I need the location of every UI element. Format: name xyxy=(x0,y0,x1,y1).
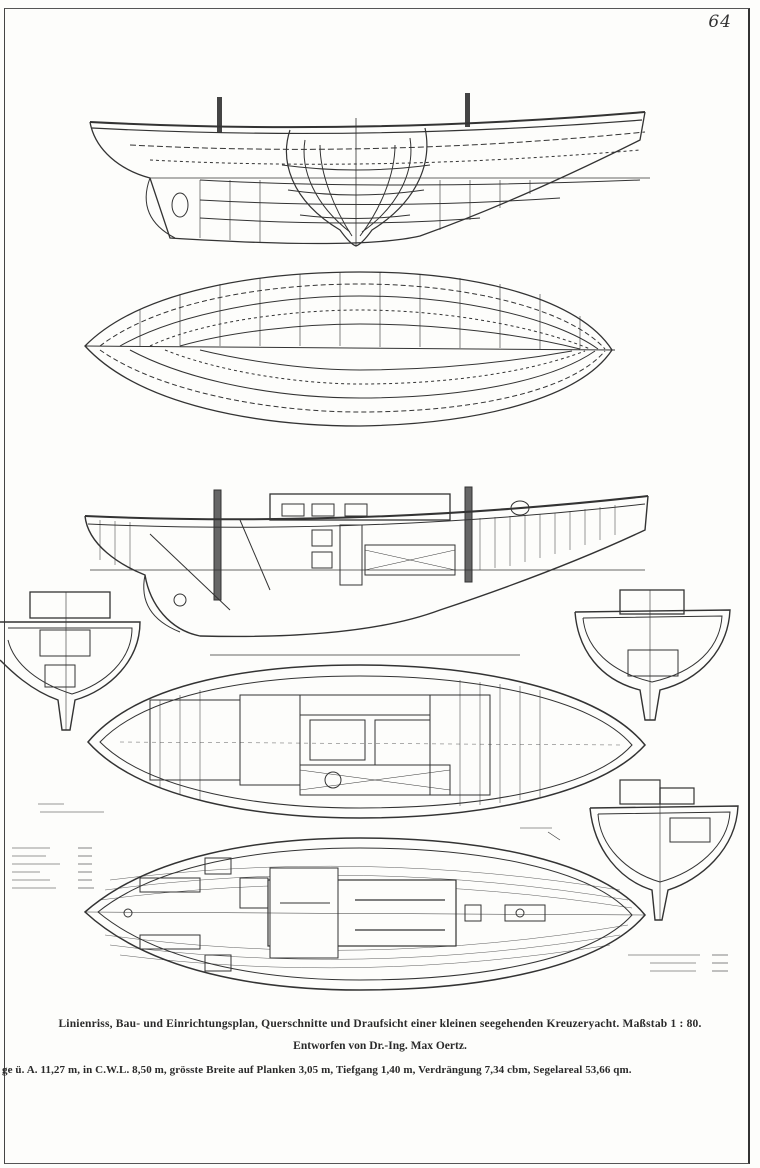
caption-title: Linienriss, Bau- und Einrichtungsplan, Q… xyxy=(58,1018,702,1030)
cross-section-right-lower xyxy=(520,779,739,921)
sheet-border xyxy=(4,8,750,1164)
mast-aft xyxy=(464,486,473,583)
mast-fore xyxy=(213,489,222,601)
accommodation-plan xyxy=(87,664,646,819)
inboard-profile xyxy=(84,486,649,656)
caption-author: Entworfen von Dr.-Ing. Max Oertz. xyxy=(293,1040,467,1052)
profile-lines-plan xyxy=(89,93,650,247)
cross-section-right xyxy=(574,589,731,721)
half-breadth-plan xyxy=(84,271,616,427)
deck-plan xyxy=(83,837,646,991)
material-notes xyxy=(628,954,728,972)
caption-dimensions: ge ü. A. 11,27 m, in C.W.L. 8,50 m, grös… xyxy=(2,1064,632,1076)
dimensions-legend xyxy=(12,803,104,889)
mast-stub-fore xyxy=(217,97,222,133)
cross-section-left xyxy=(0,591,141,731)
mast-stub-aft xyxy=(465,93,470,127)
page-number: 64 xyxy=(708,12,732,32)
